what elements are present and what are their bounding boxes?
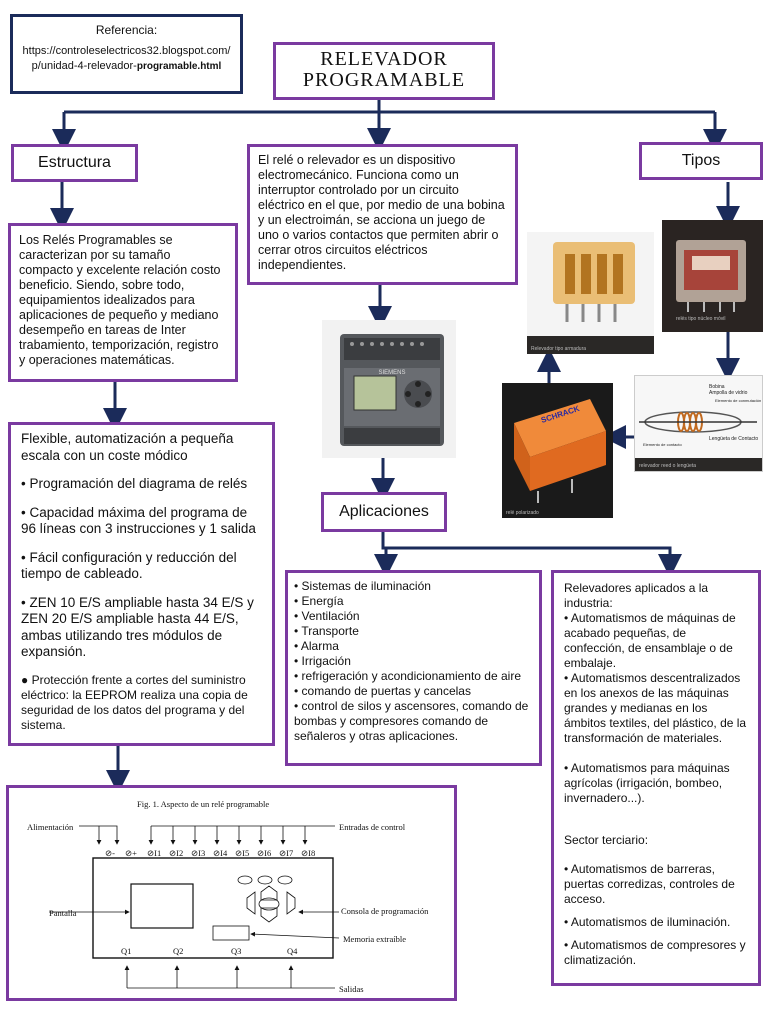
aplicaciones-label: Aplicaciones bbox=[321, 492, 447, 532]
svg-text:Lengüeta de Contacto: Lengüeta de Contacto bbox=[709, 436, 758, 442]
feature-item-eeprom: ● Protección frente a cortes del suminis… bbox=[21, 672, 248, 732]
estructura-description: Los Relés Programables se caracterizan p… bbox=[8, 223, 238, 382]
list-item: • Irrigación bbox=[294, 654, 351, 668]
label-consola: Consola de programación bbox=[341, 906, 429, 916]
tipos-label: Tipos bbox=[639, 142, 763, 180]
svg-text:⊘I6: ⊘I6 bbox=[257, 848, 271, 858]
device-brand: SIEMENS bbox=[378, 370, 405, 376]
label-salidas: Salidas bbox=[339, 984, 364, 994]
list-item: • Automatismos de máquinas de acabado pe… bbox=[564, 611, 736, 670]
feature-item: • Fácil configuración y reducción del ti… bbox=[21, 549, 237, 582]
list-item: • Energía bbox=[294, 594, 344, 608]
label-pantalla: Pantalla bbox=[49, 908, 77, 918]
relay-photo-polarized: SCHRACK relé polarizado bbox=[502, 383, 613, 518]
feature-item: • ZEN 10 E/S ampliable hasta 34 E/S y ZE… bbox=[21, 594, 254, 660]
reference-box: Referencia: https://controleselectricos3… bbox=[10, 14, 243, 94]
svg-text:⊘I8: ⊘I8 bbox=[301, 848, 315, 858]
svg-text:Q3: Q3 bbox=[231, 946, 241, 956]
list-item: • Sistemas de iluminación bbox=[294, 579, 431, 593]
relay-figure: Fig. 1. Aspecto de un relé programable A… bbox=[27, 799, 429, 994]
main-title: RELEVADOR PROGRAMABLE bbox=[273, 42, 495, 100]
svg-text:Elemento de contacto: Elemento de contacto bbox=[643, 442, 682, 447]
list-item: • Ventilación bbox=[294, 609, 360, 623]
svg-text:Ampolla de vidrio: Ampolla de vidrio bbox=[709, 390, 748, 396]
terciario-title: Sector terciario: bbox=[564, 833, 649, 847]
caption-armature: Relevador tipo armadura bbox=[531, 346, 587, 352]
svg-text:Elemento de conmutación: Elemento de conmutación bbox=[715, 398, 761, 403]
list-item: • Automatismos de iluminación. bbox=[564, 915, 731, 929]
list-item: • Automatismos descentralizados en los a… bbox=[564, 671, 747, 745]
svg-text:Q1: Q1 bbox=[121, 946, 131, 956]
relay-photo-armature: Relevador tipo armadura bbox=[527, 232, 654, 354]
caption-polarized: relé polarizado bbox=[506, 510, 539, 516]
list-item: • Alarma bbox=[294, 639, 339, 653]
reference-link-line2[interactable]: p/unidad-4-relevador-programable.html bbox=[31, 60, 222, 72]
svg-text:Bobina: Bobina bbox=[709, 384, 725, 390]
svg-text:⊘I4: ⊘I4 bbox=[213, 848, 228, 858]
estructura-label: Estructura bbox=[11, 144, 138, 182]
figure-box: Fig. 1. Aspecto de un relé programable A… bbox=[6, 785, 457, 1001]
svg-text:Q2: Q2 bbox=[173, 946, 183, 956]
label-alimentacion: Alimentación bbox=[27, 822, 74, 832]
aplicaciones-list: • Sistemas de iluminación • Energía • Ve… bbox=[285, 570, 542, 766]
programmable-relay-photo: SIEMENS bbox=[322, 320, 456, 458]
industria-box: Relevadores aplicados a la industria: • … bbox=[551, 570, 761, 986]
list-item: • control de silos y ascensores, comando… bbox=[294, 699, 529, 743]
svg-text:⊘I3: ⊘I3 bbox=[191, 848, 205, 858]
svg-text:⊘I5: ⊘I5 bbox=[235, 848, 249, 858]
relay-photo-core: relés tipo núcleo móvil bbox=[662, 220, 763, 332]
features-heading: Flexible, automatización a pequeña escal… bbox=[21, 431, 234, 463]
caption-core: relés tipo núcleo móvil bbox=[676, 316, 726, 322]
features-box: Flexible, automatización a pequeña escal… bbox=[8, 422, 275, 746]
label-memoria: Memoria extraíble bbox=[343, 934, 406, 944]
list-item: • refrigeración y acondicionamiento de a… bbox=[294, 669, 521, 683]
list-item: • Transporte bbox=[294, 624, 359, 638]
svg-text:⊘+: ⊘+ bbox=[125, 848, 137, 858]
figure-title: Fig. 1. Aspecto de un relé programable bbox=[137, 799, 269, 809]
feature-item: • Capacidad máxima del programa de 96 lí… bbox=[21, 504, 256, 537]
label-entradas: Entradas de control bbox=[339, 822, 406, 832]
svg-text:⊘I7: ⊘I7 bbox=[279, 848, 293, 858]
svg-text:⊘-: ⊘- bbox=[105, 848, 115, 858]
list-item: • Automatismos de barreras, puertas corr… bbox=[564, 862, 735, 906]
relay-photo-reed: Bobina Ampolla de vidrio Elemento de con… bbox=[634, 375, 763, 472]
list-item: • Automatismos para máquinas agrícolas (… bbox=[564, 761, 730, 805]
caption-reed: relevador reed o lengüeta bbox=[639, 463, 696, 469]
svg-text:Q4: Q4 bbox=[287, 946, 298, 956]
list-item: • Automatismos de compresores y climatiz… bbox=[564, 938, 746, 967]
industria-intro: Relevadores aplicados a la industria: bbox=[564, 581, 709, 610]
reference-title: Referencia: bbox=[95, 23, 158, 37]
svg-text:⊘I2: ⊘I2 bbox=[169, 848, 183, 858]
definition-box: El relé o relevador es un dispositivo el… bbox=[247, 144, 518, 285]
svg-text:⊘I1: ⊘I1 bbox=[147, 848, 161, 858]
list-item: • comando de puertas y cancelas bbox=[294, 684, 471, 698]
feature-item: • Programación del diagrama de relés bbox=[21, 476, 248, 491]
reference-link[interactable]: https://controleselectricos32.blogspot.c… bbox=[22, 45, 231, 57]
